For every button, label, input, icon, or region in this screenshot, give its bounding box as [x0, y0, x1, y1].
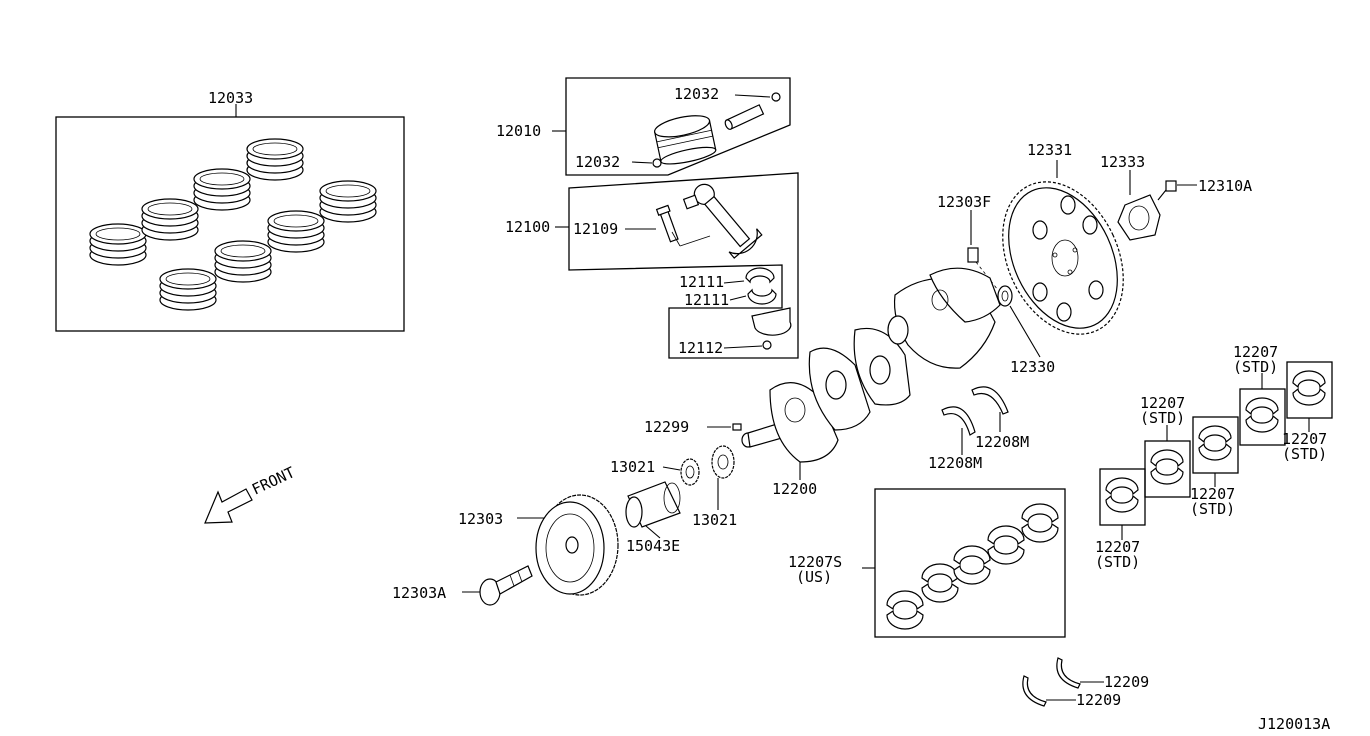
label-12207-1-sub[interactable]: (STD): [1095, 553, 1140, 571]
thrust-washer-12208M-b[interactable]: [971, 386, 1009, 415]
label-12299[interactable]: 12299: [644, 418, 689, 436]
label-12303F[interactable]: 12303F: [937, 193, 991, 211]
label-12208M-a[interactable]: 12208M: [928, 454, 982, 472]
piston-assembly-12010[interactable]: [552, 77, 791, 176]
label-12032-top[interactable]: 12032: [674, 85, 719, 103]
label-12207-1[interactable]: 12207: [1095, 538, 1140, 556]
label-12303[interactable]: 12303: [458, 510, 503, 528]
crankshaft-12200[interactable]: [741, 267, 1001, 463]
main-bearing-12207-std-2[interactable]: [1144, 440, 1191, 498]
piston-ring-set-12033[interactable]: [55, 104, 405, 332]
label-12207-4-sub[interactable]: (STD): [1233, 358, 1278, 376]
crankshaft-pulley-12303[interactable]: [535, 494, 619, 596]
label-12033[interactable]: 12033: [208, 89, 253, 107]
label-12207S[interactable]: 12207S: [788, 553, 842, 571]
flywheel-bolt-12310A[interactable]: [1157, 180, 1177, 201]
label-12207-2-sub[interactable]: (STD): [1140, 409, 1185, 427]
connecting-rod-assembly-12100[interactable]: [555, 172, 799, 359]
front-label: FRONT: [249, 463, 298, 498]
crankshaft-sprocket-13021-b[interactable]: [711, 445, 735, 479]
diagram-id: J120013A: [1258, 715, 1330, 733]
dowel-pin-12303F[interactable]: [967, 247, 979, 263]
main-bearing-12207-std-3[interactable]: [1192, 416, 1239, 474]
label-12209-a[interactable]: 12209: [1104, 673, 1149, 691]
label-12209-b[interactable]: 12209: [1076, 691, 1121, 709]
label-12207-5[interactable]: 12207: [1282, 430, 1327, 448]
reinforcement-plate-12333[interactable]: [1117, 194, 1161, 241]
label-12333[interactable]: 12333: [1100, 153, 1145, 171]
thrust-washer-12208M-a[interactable]: [941, 406, 976, 436]
label-12100[interactable]: 12100: [505, 218, 550, 236]
label-12303A[interactable]: 12303A: [392, 584, 446, 602]
label-12010[interactable]: 12010: [496, 122, 541, 140]
main-bearing-12207-std-5[interactable]: [1286, 361, 1333, 419]
label-12207-4[interactable]: 12207: [1233, 343, 1278, 361]
label-12207-5-sub[interactable]: (STD): [1282, 445, 1327, 463]
label-12207-3-sub[interactable]: (STD): [1190, 500, 1235, 518]
collar-15043E[interactable]: [625, 481, 681, 528]
label-12331[interactable]: 12331: [1027, 141, 1072, 159]
label-12032-bottom[interactable]: 12032: [575, 153, 620, 171]
label-12111-b[interactable]: 12111: [684, 291, 729, 309]
label-12109[interactable]: 12109: [573, 220, 618, 238]
label-12200[interactable]: 12200: [772, 480, 817, 498]
main-bearing-12207-std-4[interactable]: [1239, 388, 1286, 446]
label-13021-b[interactable]: 13021: [692, 511, 737, 529]
thrust-bearing-12209-b[interactable]: [1022, 675, 1047, 707]
main-bearing-set-12207S[interactable]: [874, 488, 1066, 638]
pulley-bolt-12303A[interactable]: [479, 565, 533, 606]
front-arrow-icon: [204, 488, 253, 524]
label-12111-a[interactable]: 12111: [679, 273, 724, 291]
label-12207-2[interactable]: 12207: [1140, 394, 1185, 412]
crankshaft-sprocket-13021-a[interactable]: [680, 458, 700, 486]
label-12310A[interactable]: 12310A: [1198, 177, 1252, 195]
label-12207-3[interactable]: 12207: [1190, 485, 1235, 503]
label-12330[interactable]: 12330: [1010, 358, 1055, 376]
woodruff-key-12299[interactable]: [732, 423, 742, 431]
thrust-bearing-12209-a[interactable]: [1056, 657, 1081, 689]
main-bearing-12207-std-1[interactable]: [1099, 468, 1146, 526]
flywheel-12331[interactable]: [979, 162, 1146, 353]
pilot-bushing-12330[interactable]: [997, 285, 1013, 307]
label-13021-a[interactable]: 13021: [610, 458, 655, 476]
label-12208M-b[interactable]: 12208M: [975, 433, 1029, 451]
label-15043E[interactable]: 15043E: [626, 537, 680, 555]
label-12112[interactable]: 12112: [678, 339, 723, 357]
label-12207S-sub[interactable]: (US): [796, 568, 832, 586]
